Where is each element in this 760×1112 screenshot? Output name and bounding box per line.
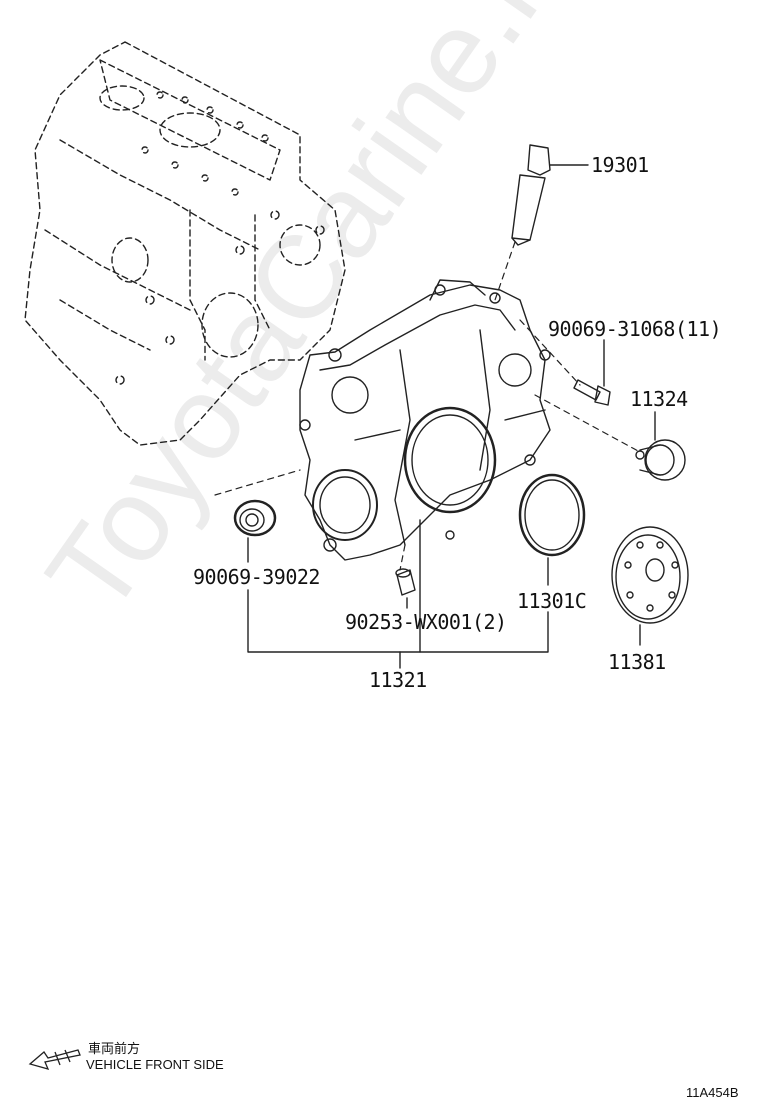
assembly-guides — [214, 241, 641, 571]
label-90069-39022: 90069-39022 — [193, 565, 320, 589]
label-19301: 19301 — [591, 153, 649, 177]
leader-lines — [247, 339, 656, 669]
plug-11324-shape — [635, 439, 686, 481]
label-90069-31068: 90069-31068(11) — [548, 317, 722, 341]
bolt-90069-31068-shape — [573, 379, 611, 406]
engine-block-outline — [24, 41, 346, 446]
legend-english: VEHICLE FRONT SIDE — [86, 1057, 224, 1072]
label-11324: 11324 — [630, 387, 688, 411]
label-11301c: 11301C — [517, 589, 587, 613]
oring-11301c-shape — [518, 473, 586, 557]
timing-cover-outline — [299, 279, 551, 561]
label-11321: 11321 — [369, 668, 427, 692]
pulley-11381-shape — [611, 526, 689, 624]
sensor-19301-shape — [511, 144, 589, 246]
vehicle-front-arrow — [28, 1049, 81, 1070]
legend-japanese: 車両前方 — [88, 1041, 141, 1056]
label-11381: 11381 — [608, 650, 666, 674]
pin-90253-shape — [395, 568, 416, 596]
seal-90069-39022-shape — [233, 499, 277, 537]
label-90253: 90253-WX001(2) — [345, 610, 507, 634]
figure-code: 11A454B — [686, 1085, 739, 1100]
